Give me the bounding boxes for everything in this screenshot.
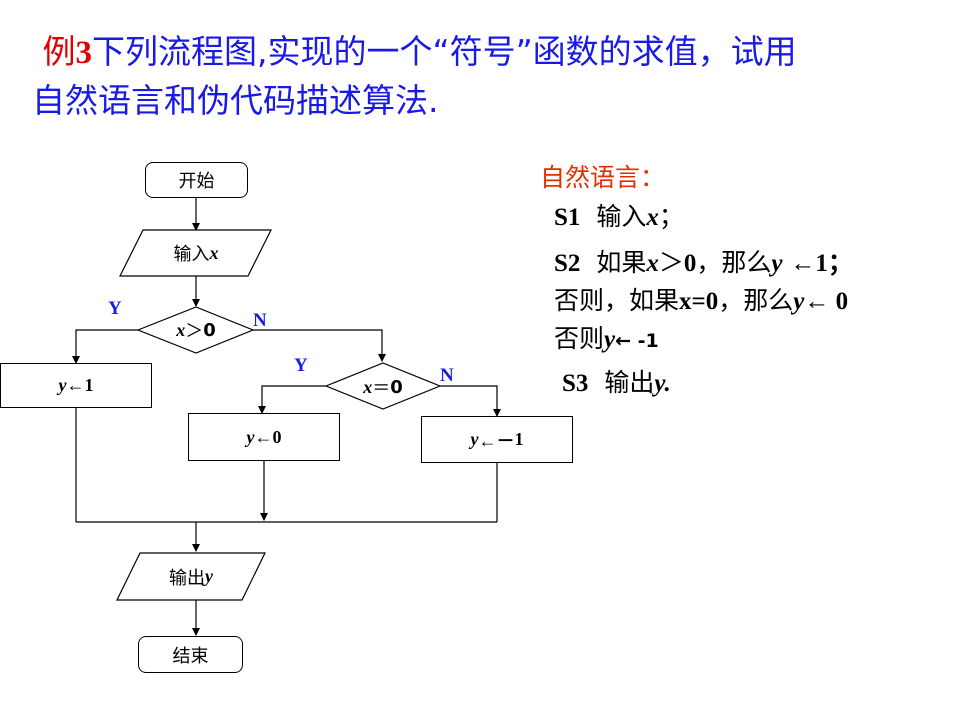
input-parallelogram [119,229,272,277]
s2-l1-text-a: 如果 [596,248,647,277]
step-s3: S3 输出y. [562,364,950,402]
assign-pos-arrow: ← [66,375,85,395]
s1-var: x [646,204,659,231]
cond1-no-label: N [253,310,267,331]
assign-y-neg1-box: y←－1 [421,416,573,463]
algorithm-description: 自然语言： S1 输入x； S2 如果x＞0，那么y ←1； 否则，如果x=0，… [540,160,950,402]
s2-l1-num: 0 [683,250,697,277]
example-number: 3 [75,35,93,71]
output-label: 输出 [169,567,205,589]
s2-l2-y: y [793,288,805,315]
s3-text: 输出 [604,368,655,397]
step-s2-line1: S2 如果x＞0，那么y ←1； [554,244,950,282]
arrow-cond1-no [253,329,386,362]
s2-l3-text-a: 否则 [554,324,605,353]
cond1-yes-label: Y [108,298,122,319]
s2-l1-op: ＞ [658,248,684,277]
s2-l1-y: y [771,250,783,277]
s2-label: S2 [554,250,581,277]
assign-pos-var: y [58,375,67,395]
input-var: x [209,242,219,263]
input-label: 输入 [173,244,210,265]
cond1-val: 0 [203,319,216,341]
s1-label: S1 [554,204,581,231]
arrow-cond1-yes [72,329,138,364]
assign-zero-arrow: ← [254,426,273,447]
s2-l3-y: y [604,326,616,353]
title-line-1: 例3下列流程图,实现的一个“符号”函数的求值，试用 [32,28,932,77]
s3-var: y. [654,370,671,397]
s2-l2-cond: x=0 [679,288,719,315]
assign-zero-val: 0 [272,426,282,447]
s2-l2-text-a: 否则，如果 [554,286,680,315]
title-line-2: 自然语言和伪代码描述算法. [32,81,439,120]
assign-neg-val: 1 [514,429,524,449]
cond1-var: x [176,319,186,340]
start-label: 开始 [178,171,215,192]
output-parallelogram [116,552,266,601]
end-terminal: 结束 [138,636,243,673]
assign-neg-arrow: ←－ [478,430,515,451]
example-label: 例 [42,32,76,71]
assign-y-1-box: y←1 [0,363,152,408]
s2-l1-var: x [646,250,659,277]
page-title: 例3下列流程图,实现的一个“符号”函数的求值，试用 自然语言和伪代码描述算法. [32,28,932,124]
s1-tail: ； [658,202,684,231]
assign-y-0-box: y←0 [188,413,340,461]
s1-text: 输入 [596,202,647,231]
cond2-yes-label: Y [294,355,308,376]
decision-x-gt-0 [136,306,255,354]
arrow-cond2-no [440,385,501,417]
output-var: y [205,566,213,586]
step-s2-line2: 否则，如果x=0，那么y← 0 [554,282,950,320]
step-s1: S1 输入x； [554,198,950,236]
title-line-1-text: 下列流程图,实现的一个“符号”函数的求值，试用 [92,32,797,71]
start-terminal: 开始 [145,162,248,198]
cond1-op: ＞ [185,321,204,342]
s2-l1-arrow: ←1； [790,250,853,277]
assign-zero-var: y [246,426,255,447]
cond2-op: ＝ [372,378,391,399]
s2-l1-text-b: ，那么 [696,248,772,277]
s2-l2-text-b: ，那么 [718,286,794,315]
assign-neg-var: y [470,429,479,449]
arrow-cond2-yes [258,385,326,414]
s3-label: S3 [562,370,589,397]
cond2-no-label: N [440,365,454,386]
natural-language-heading: 自然语言： [540,163,666,192]
cond2-val: 0 [390,376,403,398]
cond2-label: x＝0 [338,372,428,402]
decision-x-eq-0 [324,362,442,410]
s2-l3-arrow: ← -1 [615,330,659,352]
assign-pos-val: 1 [84,375,94,395]
cond2-var: x [363,376,373,397]
end-label: 结束 [172,645,209,667]
cond1-label: x＞0 [150,315,242,345]
s2-l2-arrow: ← 0 [804,288,849,315]
step-s2-line3: 否则y← -1 [554,320,950,360]
